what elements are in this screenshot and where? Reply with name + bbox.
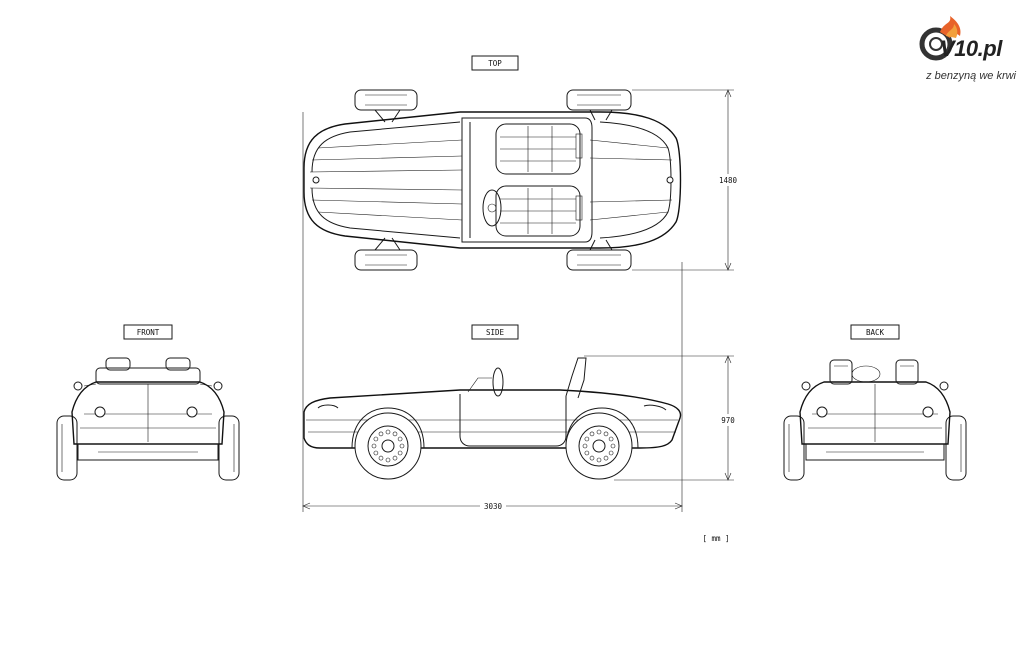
- side-wheel-rear: [354, 412, 422, 480]
- back-mirror-right: [939, 381, 949, 391]
- back-headrest-left: [829, 359, 853, 385]
- top-view-label: TOP: [488, 59, 502, 68]
- side-front-arch: [565, 407, 639, 449]
- side-view: SIDE: [303, 324, 682, 480]
- side-rollbar: [565, 357, 587, 399]
- back-underbody: [805, 443, 945, 461]
- side-body: [303, 389, 682, 449]
- side-rear-arch: [351, 407, 425, 449]
- length-value: 3030: [484, 502, 503, 511]
- height-dimension: 970: [584, 355, 738, 481]
- top-view: TOP: [303, 55, 682, 271]
- top-seat-passenger: [495, 123, 581, 175]
- front-wheel-left: [56, 415, 78, 481]
- side-steering-wheel: [492, 367, 504, 397]
- back-headrest-right: [895, 359, 919, 385]
- front-headlight-left: [94, 406, 106, 418]
- top-cockpit: [461, 117, 593, 243]
- top-view-label-box: [471, 55, 519, 71]
- front-headlight-right: [186, 406, 198, 418]
- top-wheel-front-left: [566, 89, 632, 111]
- front-wheel-right: [218, 415, 240, 481]
- side-view-label-box: [471, 324, 519, 340]
- back-taillight-right: [922, 406, 934, 418]
- height-value: 970: [721, 416, 735, 425]
- top-body-ribs: [309, 139, 673, 221]
- front-view-label: FRONT: [137, 328, 160, 337]
- side-door-opening: [459, 394, 567, 447]
- unit-label: [ mm ]: [702, 534, 729, 543]
- front-underbody: [77, 443, 219, 461]
- back-view: BACK: [783, 324, 967, 481]
- front-view-label-box: [123, 324, 173, 340]
- brand-logo[interactable]: V10.pl z benzyną we krwi: [916, 8, 1016, 88]
- back-view-label: BACK: [866, 328, 885, 337]
- brand-tagline: z benzyną we krwi: [926, 70, 1016, 82]
- top-body-outline: [303, 111, 682, 249]
- side-wheel-front: [565, 412, 633, 480]
- top-wheel-rear-left: [354, 89, 418, 111]
- width-value: 1480: [719, 176, 738, 185]
- length-dimension: 3030: [302, 112, 683, 512]
- brand-name: V10.pl: [940, 36, 1002, 61]
- top-seat-driver: [495, 185, 581, 237]
- top-wheel-front-right: [566, 249, 632, 271]
- width-dimension: 1480: [632, 89, 740, 271]
- tire-flame-icon: [919, 16, 961, 61]
- front-view: FRONT: [56, 324, 240, 481]
- back-body: [799, 381, 951, 445]
- front-mirror-right: [213, 381, 223, 391]
- top-steering-wheel: [482, 189, 502, 227]
- back-taillight-left: [816, 406, 828, 418]
- side-view-label: SIDE: [486, 328, 505, 337]
- back-view-label-box: [850, 324, 900, 340]
- front-mirror-left: [73, 381, 83, 391]
- top-wheel-rear-right: [354, 249, 418, 271]
- back-mirror-left: [801, 381, 811, 391]
